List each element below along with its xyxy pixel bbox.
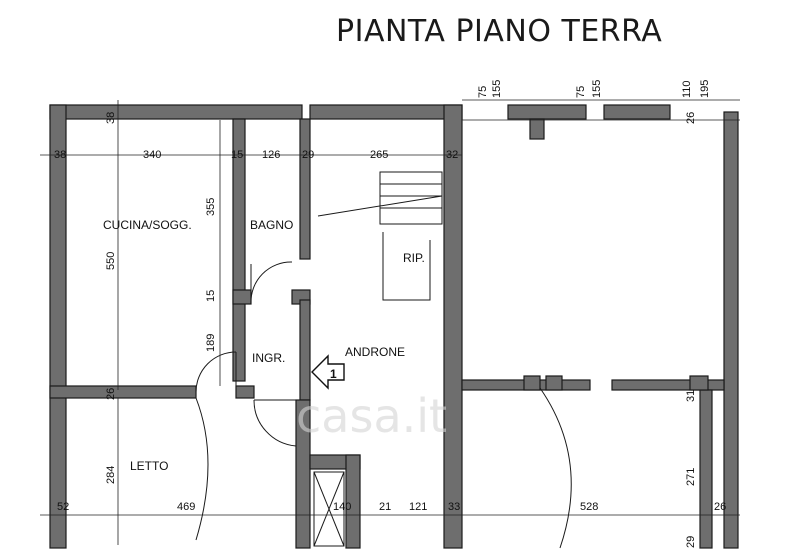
dimension-label: 75: [477, 86, 489, 98]
dimension-label: 265: [370, 149, 388, 161]
dimension-label: 355: [205, 198, 217, 216]
staircase: [317, 171, 443, 225]
dimension-label: 52: [57, 501, 69, 513]
wall-letto-right: [295, 399, 311, 549]
dimension-label: 26: [685, 112, 697, 124]
wall-right-inner-vertical: [699, 389, 713, 549]
inner-walls: [49, 118, 725, 549]
page-title: PIANTA PIANO TERRA: [336, 14, 663, 49]
dimension-label: 195: [699, 80, 711, 98]
entrance-arrow-icon: [311, 354, 345, 390]
dimension-label: 38: [105, 112, 117, 124]
dimension-label: 29: [685, 536, 697, 548]
dimension-label: 21: [379, 501, 391, 513]
dimension-label: 271: [685, 468, 697, 486]
dimension-lines: [40, 99, 740, 548]
elevator-shaft: [313, 471, 345, 547]
wall-right: [723, 111, 739, 549]
dimension-label: 26: [105, 388, 117, 400]
dimension-label: 15: [231, 149, 243, 161]
dimension-label: 31: [685, 390, 697, 402]
wall-stair-block-right: [345, 454, 361, 549]
dimension-label: 29: [302, 149, 314, 161]
dimension-label: 15: [205, 290, 217, 302]
pillar-bottom-left: [523, 375, 541, 391]
dimension-label: 140: [333, 501, 351, 513]
wall-bagno-left-lower: [232, 289, 252, 305]
wall-letto-top-right: [235, 385, 255, 399]
dimension-label: 110: [681, 80, 693, 98]
dimension-label: 155: [491, 80, 503, 98]
dimension-label: 33: [448, 501, 460, 513]
dimension-label: 155: [591, 80, 603, 98]
dimension-label: 189: [205, 334, 217, 352]
wall-androne-left: [299, 299, 311, 401]
wall-top-mid: [309, 104, 463, 120]
wall-top-right-a: [507, 104, 587, 120]
wall-center-vertical: [443, 104, 463, 549]
room-label-ingresso: INGR.: [252, 351, 285, 365]
dimension-label: 340: [143, 149, 161, 161]
outer-walls: [49, 104, 739, 549]
room-label-ripostiglio: RIP.: [403, 251, 425, 265]
pillar-bottom-right: [689, 375, 709, 391]
entrance-marker: 1: [330, 367, 337, 381]
dimension-label: 32: [446, 149, 458, 161]
wall-right-room-divider-b: [611, 379, 725, 391]
room-label-bagno: BAGNO: [250, 218, 293, 232]
dimension-label: 284: [105, 466, 117, 484]
wall-cucina-letto: [49, 385, 197, 399]
wall-cucina-bagno-upper: [232, 118, 246, 382]
wall-left: [49, 104, 67, 549]
wall-top-left: [49, 104, 303, 120]
dimension-label: 38: [54, 149, 66, 161]
watermark: casa.it: [296, 389, 447, 443]
room-label-cucina: CUCINA/SOGG.: [103, 218, 192, 232]
pillar-bottom-mid: [545, 375, 563, 391]
wall-bagno-right-upper: [299, 118, 311, 260]
dimension-label: 26: [714, 501, 726, 513]
dimension-label: 550: [105, 252, 117, 270]
room-label-androne: ANDRONE: [345, 345, 405, 359]
dimension-label: 469: [177, 501, 195, 513]
ripostiglio-outline: [382, 232, 431, 301]
dimension-label: 75: [575, 86, 587, 98]
room-label-letto: LETTO: [130, 459, 168, 473]
dimension-label: 528: [580, 501, 598, 513]
wall-top-right-b: [603, 104, 671, 120]
pillar-top: [529, 118, 545, 140]
door-swings: [195, 261, 572, 549]
dimension-label: 126: [262, 149, 280, 161]
dimension-label: 121: [409, 501, 427, 513]
